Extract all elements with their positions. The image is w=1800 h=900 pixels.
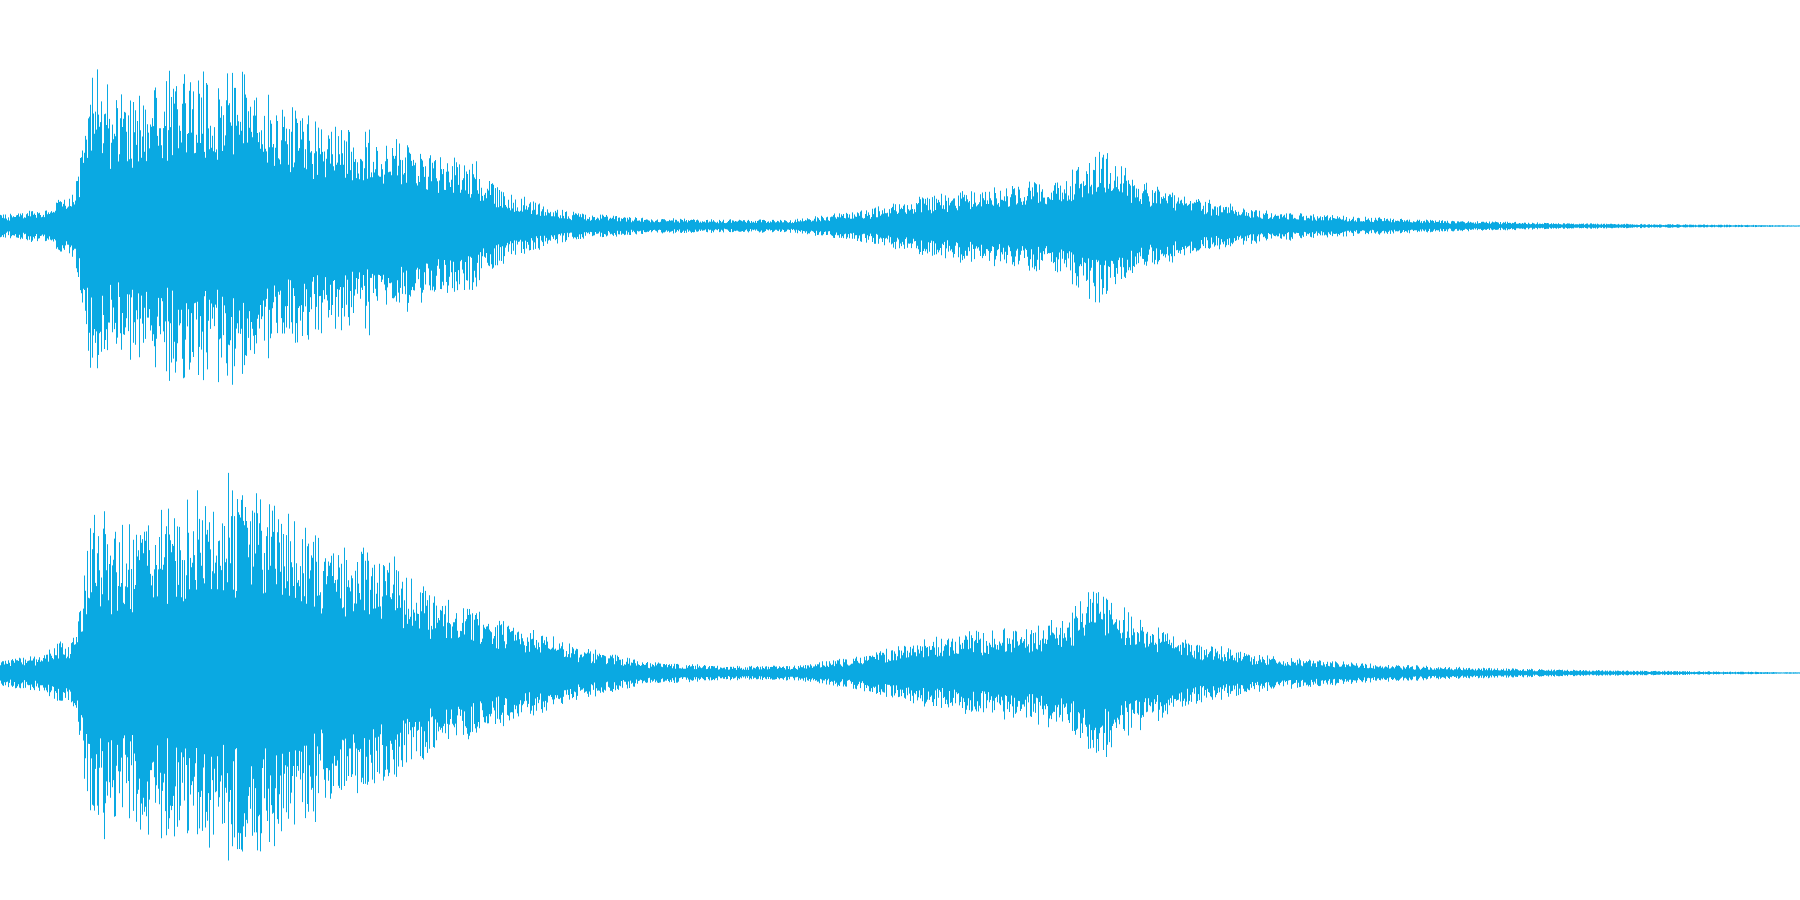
waveform-trace <box>0 472 1800 861</box>
waveform-channel-1 <box>0 69 1800 385</box>
waveform-trace <box>0 69 1800 385</box>
waveform-channel-2 <box>0 472 1800 861</box>
